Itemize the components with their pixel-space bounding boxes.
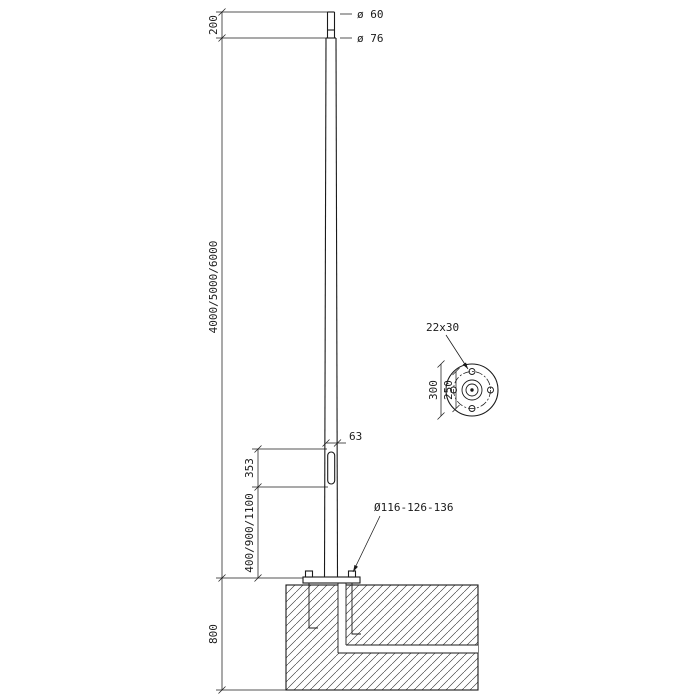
door-section-diameter-label: 63 [349,430,362,443]
conduit-clearance [338,583,478,653]
flange-slot-label: 22x30 [426,321,459,334]
dim-tick [254,574,262,582]
anchor-bolt-right [351,583,361,635]
pole-tube-inner-section [465,383,479,397]
anchor-nut-right [347,570,357,578]
dim-tick [218,34,226,42]
center-mark [470,388,474,392]
base-diameter-callout: Ø116-126-136 [352,501,453,573]
flange-outer-circle [445,363,499,417]
dim-tick [218,686,226,694]
shaft-diameter-label: ø 76 [357,32,384,45]
dim-tick [254,445,262,453]
dim-tick [437,360,445,368]
base-plate-assembly [302,570,361,584]
anchor-nut-left [304,570,314,578]
tip-diameter-label: ø 60 [357,8,384,21]
bolt-hole-top [468,368,476,375]
dim-door-height-label: 353 [243,458,256,478]
bolt-hole-right [487,386,494,394]
dim-foundation-depth-label: 800 [207,624,220,644]
flange-top-view: 300 250 22x30 [426,321,499,420]
cable-conduit [337,583,478,654]
dim-pole-height-label: 4000/5000/6000 [207,241,220,334]
dim-door-elevation-label: 400/900/1100 [243,493,256,572]
top-diameter-callouts: ø 60 ø 76 [340,8,384,45]
dim-top-section-label: 200 [207,15,220,35]
foundation-block-hatched [285,584,479,691]
dim-tick [437,412,445,420]
flange-bolt-circle-label: 250 [442,380,455,400]
flange-outer-diameter-label: 300 [427,380,440,400]
flange-dimension-300: 300 [427,360,445,420]
leader-arrow [353,564,358,572]
base-plate [302,576,361,584]
dim-tick [218,8,226,16]
foundation [285,583,479,691]
dim-tick [452,404,460,413]
anchor-bolt-left [308,583,318,629]
main-dimension-chain: 200 4000/5000/6000 800 [207,8,336,694]
pole-elevation [323,11,339,578]
access-door [327,451,336,485]
pole-shaft [323,37,339,578]
dim-tick [452,367,460,376]
dim-tick [254,483,262,491]
bolt-hole-left [450,386,457,394]
pole-tenon [326,11,336,38]
door-dimension-chain: 353 400/900/1100 [243,445,328,582]
base-diameter-label: Ø116-126-136 [374,501,453,514]
pole-tube-outer-section [461,379,483,401]
slot-size-callout: 22x30 [426,321,469,370]
dim-tick [218,574,226,582]
leader-arrow [462,362,468,369]
bolt-hole-bottom [468,405,476,412]
dim-tick [333,439,342,447]
door-diameter-dim: 63 [322,430,362,447]
bolt-circle-centerline [453,371,491,409]
dim-tick [322,439,330,447]
flange-dimension-250: 250 [442,367,460,413]
